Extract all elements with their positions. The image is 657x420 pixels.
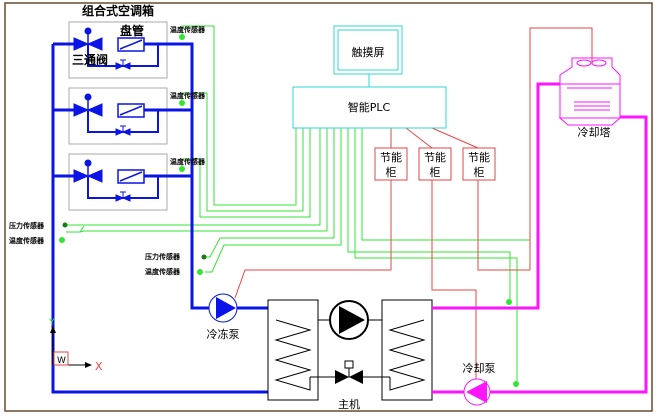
evaporator-coil xyxy=(274,319,312,391)
bypass-valve-icon xyxy=(115,59,131,70)
left-pressure-sensor-label: 压力传感器 xyxy=(9,221,45,230)
ahu-box-2 xyxy=(68,87,168,145)
signal-wiring xyxy=(66,25,531,384)
coil-label: 盘管 xyxy=(120,23,144,38)
ucs-w-label: W xyxy=(57,356,66,366)
chiller: 主机 xyxy=(267,299,433,411)
coil-icon xyxy=(117,103,145,118)
energy-cabinet-label: 节能 xyxy=(468,150,490,164)
expansion-valve-icon xyxy=(335,360,363,384)
bypass-valve-icon xyxy=(115,125,131,136)
three-way-valve-icon xyxy=(73,159,103,183)
cooling-water-piping xyxy=(432,82,648,394)
energy-cabinet-label: 柜 xyxy=(386,166,397,179)
ahu-temp-sensor-label-2: 温度传感器 xyxy=(170,91,206,100)
ahu-box-1 xyxy=(68,21,168,79)
three-way-valve-label: 三通阀 xyxy=(72,52,108,67)
energy-cabinet-label: 柜 xyxy=(474,166,485,179)
cooling-pump-label: 冷却泵 xyxy=(463,362,496,375)
touchscreen: 触摸屏 xyxy=(333,25,403,75)
chilled-water-pump: 冷冻泵 xyxy=(207,293,240,341)
mid-pressure-sensor-label: 压力传感器 xyxy=(145,252,181,261)
ahu-title: 组合式空调箱 xyxy=(82,3,154,18)
sensor-dots xyxy=(59,34,519,387)
coil-icon xyxy=(117,37,145,52)
energy-cabinet-label: 节能 xyxy=(424,150,446,164)
energy-cabinet-label: 节能 xyxy=(380,150,402,164)
cooling-tower-label: 冷却塔 xyxy=(578,126,611,139)
ahu-temp-sensor-label-1: 温度传感器 xyxy=(170,25,206,34)
chilled-pump-label: 冷冻泵 xyxy=(207,327,240,341)
cooling-water-pump: 冷却泵 xyxy=(463,362,496,406)
mid-temp-sensor-label: 温度传感器 xyxy=(145,267,181,276)
plc-label: 智能PLC xyxy=(348,100,391,114)
ucs-x-label: X xyxy=(95,360,103,373)
energy-cabinet-1: 节能 柜 xyxy=(374,147,408,181)
energy-cabinets: 节能 柜 节能 柜 节能 柜 xyxy=(374,147,496,181)
energy-cabinet-label: 柜 xyxy=(430,166,441,179)
energy-cabinet-3: 节能 柜 xyxy=(462,147,496,181)
three-way-valve-icon xyxy=(73,93,103,117)
ahu-temp-sensor-label-3: 温度传感器 xyxy=(170,157,206,166)
ahu-box-3 xyxy=(68,153,168,211)
compressor-icon xyxy=(329,300,369,340)
three-way-valve-icon xyxy=(73,27,103,51)
chiller-label: 主机 xyxy=(338,397,360,411)
coil-icon xyxy=(117,169,145,184)
touchscreen-label: 触摸屏 xyxy=(352,45,385,59)
ahu-units xyxy=(68,21,168,211)
plc: 智能PLC xyxy=(292,86,447,129)
ucs-icon: W X Y xyxy=(48,318,103,373)
diagram-frame xyxy=(4,2,653,412)
power-wiring xyxy=(234,27,593,384)
ahu-components xyxy=(73,27,145,202)
condenser-coil xyxy=(388,319,426,391)
tower-fill xyxy=(574,101,610,111)
ucs-y-label: Y xyxy=(48,318,55,328)
energy-cabinet-2: 节能 柜 xyxy=(418,147,452,181)
left-temp-sensor-label: 温度传感器 xyxy=(9,236,45,245)
bypass-valve-icon xyxy=(115,191,131,202)
cooling-tower xyxy=(558,57,622,126)
